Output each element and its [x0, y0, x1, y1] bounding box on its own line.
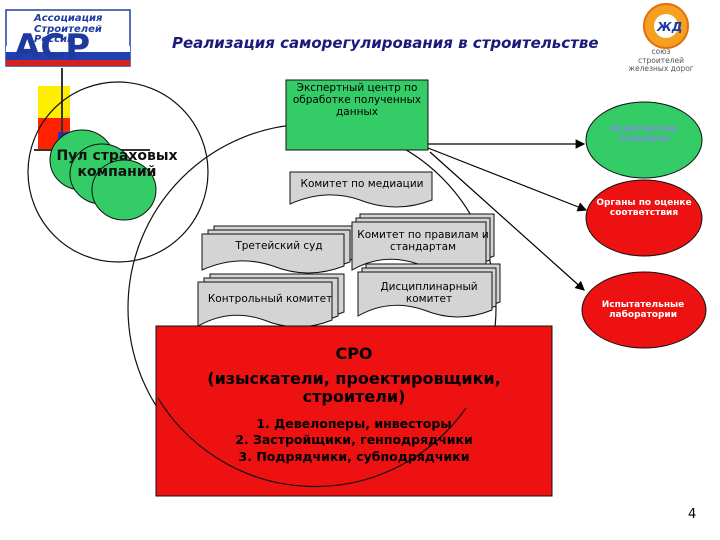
- arrow-to-labs: [429, 151, 585, 291]
- mediation-shape: [289, 171, 433, 208]
- insurance-pool-label: Пул страховых компаний: [56, 148, 178, 181]
- auditors-ellipse: [585, 101, 703, 179]
- sro-subtitle: (изыскатели, проектировщики, строители): [207, 369, 501, 407]
- labs-ellipse: [581, 271, 707, 349]
- sro-circle-overlay: [157, 397, 467, 488]
- mediation-label: Комитет по медиации: [300, 178, 424, 190]
- control-label: Контрольный комитет: [207, 293, 333, 305]
- sro-box: [155, 325, 553, 497]
- rules-label: Комитет по правилам и стандартам: [357, 229, 489, 254]
- insurance-pool-shape: [49, 129, 157, 221]
- page-number: 4: [688, 507, 697, 522]
- sro-member-list: 1. Девелоперы, инвесторы 2. Застройщики,…: [158, 416, 550, 465]
- arrow-to-organs: [427, 147, 588, 212]
- organs-ellipse: [585, 179, 703, 257]
- discipline-shape: [357, 263, 501, 318]
- page-title: Реализация саморегулирования в строитель…: [172, 34, 599, 52]
- logo-right: ЖД: [643, 3, 689, 49]
- insurance-outline-circle: [27, 81, 209, 263]
- auditors-label: Аудиторские компании: [609, 124, 679, 145]
- rules-shape: [351, 213, 495, 272]
- list-item: 3. Подрядчики, субподрядчики: [238, 448, 470, 464]
- arbitration-label: Третейский суд: [235, 240, 323, 252]
- logo-left-name: Ассоциация Строителей России: [34, 13, 103, 45]
- arbitration-shape: [201, 225, 357, 274]
- list-item: 2. Застройщики, генподрядчики: [235, 432, 473, 448]
- logo-right-letters: ЖД: [656, 20, 682, 34]
- discipline-label: Дисциплинарный комитет: [380, 281, 478, 306]
- expert-center-box: [285, 79, 429, 151]
- list-item: 1. Девелоперы, инвесторы: [256, 416, 452, 431]
- logo-right-caption: союз строителей железных дорог: [628, 47, 694, 74]
- logo-left: АСР: [5, 9, 131, 67]
- control-shape: [197, 273, 345, 328]
- sro-title: СРО: [335, 344, 373, 363]
- labs-label: Испытательные лаборатории: [601, 300, 685, 321]
- organs-label: Органы по оценке соответствия: [596, 198, 692, 219]
- expert-center-label: Экспертный центр по обработке полученных…: [292, 82, 422, 119]
- logo-left-letters: АСР: [14, 27, 90, 67]
